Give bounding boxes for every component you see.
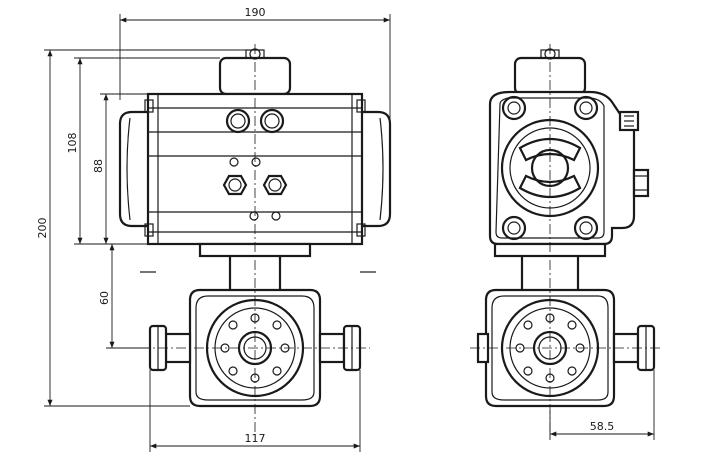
dimension-200-label: 200: [36, 218, 49, 239]
dimension-88-label: 88: [92, 159, 105, 173]
dimension-117-label: 117: [245, 432, 266, 445]
dimension-190: 190: [119, 6, 391, 120]
dimension-60: 60: [98, 244, 150, 349]
front-end-cap-right: [360, 110, 392, 228]
dimension-108-label: 108: [66, 133, 79, 154]
front-air-ports: [222, 108, 288, 221]
front-end-cap-left: [118, 110, 150, 228]
dimension-88: 88: [92, 93, 148, 244]
side-view: [470, 44, 660, 432]
dimension-58-5: 58.5: [549, 370, 655, 440]
front-bracket: [140, 242, 376, 290]
dimension-200: 200: [36, 49, 246, 407]
front-view: [118, 44, 392, 432]
dimension-108: 108: [66, 57, 220, 245]
side-actuator-face: [488, 90, 650, 246]
dimension-117: 117: [149, 370, 361, 452]
dimension-58-5-label: 58.5: [590, 420, 615, 433]
dimension-190-label: 190: [245, 6, 266, 19]
dimension-60-label: 60: [98, 291, 111, 305]
